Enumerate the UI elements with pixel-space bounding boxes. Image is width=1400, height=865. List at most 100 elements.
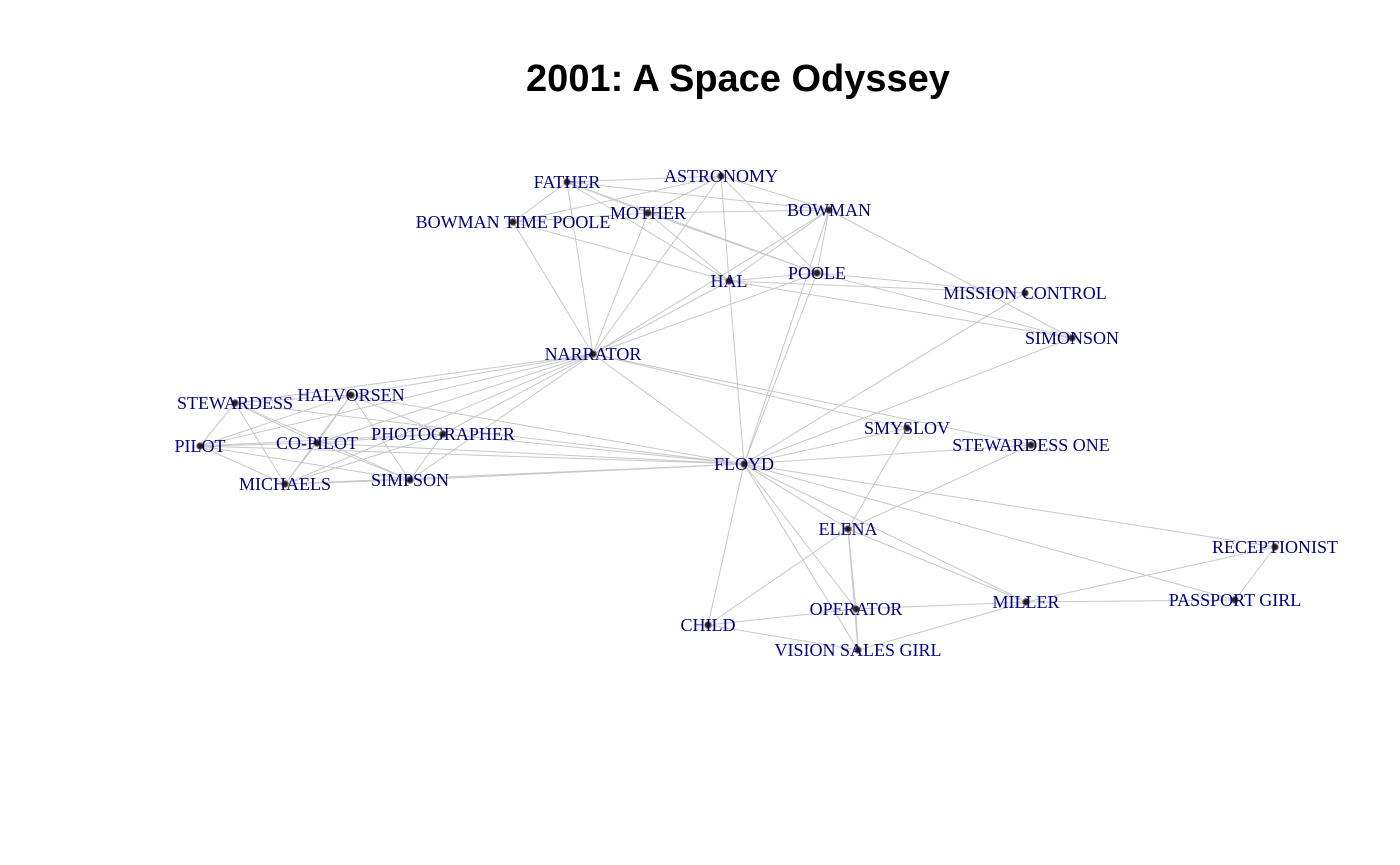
node-label-stewardess-one: STEWARDESS ONE [952, 435, 1110, 455]
node-michaels [281, 480, 289, 488]
edge-photographer-simpson [409, 433, 444, 481]
node-label-bowman: BOWMAN [787, 200, 871, 220]
node-label-simonson: SIMONSON [1025, 328, 1119, 348]
edge-pilot-simpson [199, 445, 411, 481]
edge-floyd-child [707, 463, 745, 626]
edge-narrator-smyslov [592, 353, 908, 429]
node-label-elena: ELENA [819, 519, 878, 539]
edge-photographer-michaels [284, 433, 444, 485]
edge-floyd-vision-sales-girl [743, 463, 859, 651]
edge-elena-miller [847, 528, 1027, 603]
node-label-mother: MOTHER [610, 203, 686, 223]
node-simpson [406, 476, 414, 484]
edge-co-pilot-michaels [284, 442, 318, 485]
node-label-astronomy: ASTRONOMY [664, 166, 778, 186]
edge-elena-child [707, 528, 849, 626]
node-label-receptionist: RECEPTIONIST [1212, 537, 1338, 557]
edge-halvorsen-floyd [350, 394, 745, 465]
node-vision-sales-girl [854, 646, 862, 654]
edge-father-hal [566, 181, 730, 282]
edge-operator-miller [855, 601, 1027, 610]
edge-operator-child [707, 608, 857, 626]
node-stewardess-one [1027, 441, 1035, 449]
edge-poole-hal [728, 272, 818, 282]
edge-father-narrator [566, 181, 594, 355]
edge-stewardess-pilot [199, 402, 236, 447]
edge-narrator-pilot [199, 353, 594, 447]
edge-narrator-michaels [284, 353, 594, 485]
edge-floyd-elena [743, 463, 849, 530]
edge-mother-bowman [647, 209, 830, 214]
node-child [704, 621, 712, 629]
node-label-simpson: SIMPSON [371, 470, 449, 490]
edge-astronomy-narrator [592, 175, 722, 355]
edge-floyd-smyslov [743, 427, 908, 465]
node-co-pilot [313, 439, 321, 447]
edge-co-pilot-photographer [316, 433, 444, 444]
edge-bowman-hal [728, 209, 830, 282]
node-label-co-pilot: CO-PILOT [276, 433, 358, 453]
node-label-mission-control: MISSION CONTROL [943, 283, 1107, 303]
edge-bowman-poole [816, 209, 830, 274]
edge-floyd-miller [743, 463, 1027, 603]
edge-simpson-floyd [409, 463, 745, 481]
edge-narrator-halvorsen [350, 353, 594, 396]
node-label-floyd: FLOYD [714, 454, 774, 474]
node-halvorsen [347, 391, 355, 399]
edge-miller-receptionist [1025, 546, 1276, 603]
edge-halvorsen-photographer [350, 394, 444, 435]
edge-father-bowman-time-poole [512, 181, 568, 223]
edge-elena-vision-sales-girl [847, 528, 859, 651]
edge-mother-narrator [592, 212, 649, 355]
edge-bowman-time-poole-hal [512, 221, 730, 282]
page-title: 2001: A Space Odyssey [526, 58, 950, 100]
node-poole [813, 269, 821, 277]
edge-layer [199, 175, 1276, 651]
edge-narrator-floyd [592, 353, 745, 465]
edge-floyd-operator [743, 463, 857, 610]
node-label-michaels: MICHAELS [239, 474, 331, 494]
edge-hal-narrator [592, 280, 730, 355]
edge-floyd-receptionist [743, 463, 1276, 548]
edge-narrator-stewardess [234, 353, 594, 404]
node-label-smyslov: SMYSLOV [864, 418, 950, 438]
node-passport-girl [1231, 596, 1239, 604]
edge-child-vision-sales-girl [707, 624, 859, 651]
edge-stewardess-co-pilot [234, 402, 318, 444]
edge-poole-mission-control [816, 272, 1026, 294]
node-receptionist [1271, 543, 1279, 551]
edge-astronomy-mother [647, 175, 722, 214]
node-mother [644, 209, 652, 217]
edge-floyd-stewardess-one [743, 444, 1032, 465]
edge-hal-floyd [728, 280, 745, 465]
node-operator [852, 605, 860, 613]
node-label-miller: MILLER [993, 592, 1060, 612]
edge-photographer-floyd [442, 433, 745, 465]
edge-bowman-narrator [592, 209, 830, 355]
node-father [563, 178, 571, 186]
edge-mission-control-floyd [743, 292, 1026, 465]
node-label-photographer: PHOTOGRAPHER [371, 424, 515, 444]
node-label-halvorsen: HALVORSEN [297, 385, 404, 405]
edge-poole-simonson [816, 272, 1073, 339]
edge-astronomy-bowman-time-poole [512, 175, 722, 223]
edge-narrator-simpson [409, 353, 594, 481]
edge-halvorsen-pilot [199, 394, 352, 447]
node-label-passport-girl: PASSPORT GIRL [1169, 590, 1301, 610]
node-bowman [825, 206, 833, 214]
edge-stewardess-halvorsen [234, 394, 352, 404]
edge-miller-vision-sales-girl [857, 601, 1027, 651]
edge-mother-poole [647, 212, 818, 274]
edge-stewardess-one-elena [847, 444, 1032, 530]
edge-operator-vision-sales-girl [855, 608, 859, 651]
node-stewardess [231, 399, 239, 407]
edge-father-bowman [566, 181, 830, 211]
node-label-vision-sales-girl: VISION SALES GIRL [774, 640, 941, 660]
edge-smyslov-elena [847, 427, 908, 530]
node-smyslov [903, 424, 911, 432]
edge-narrator-co-pilot [316, 353, 594, 444]
node-astronomy [717, 172, 725, 180]
edge-father-astronomy [566, 175, 722, 183]
node-elena [844, 525, 852, 533]
